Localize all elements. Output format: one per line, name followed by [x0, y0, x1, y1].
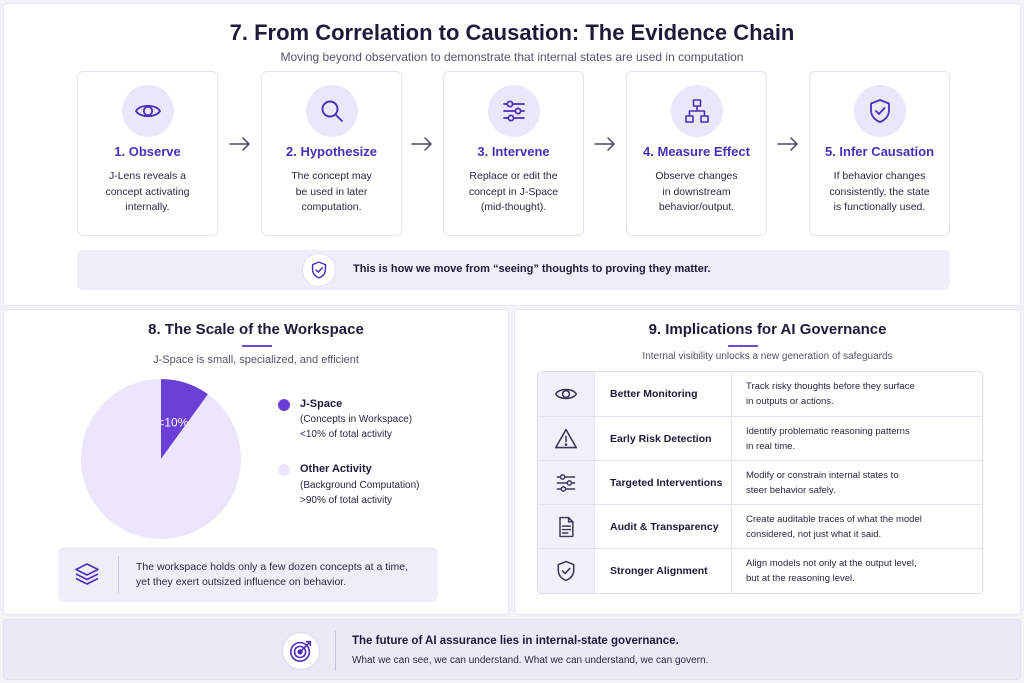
shield-check-icon [854, 85, 906, 137]
table-row: Targeted Interventions Modify or constra… [538, 460, 982, 504]
sliders-icon [488, 85, 540, 137]
table-row: Early Risk Detection Identify problemati… [538, 416, 982, 460]
step-title: 4. Measure Effect [643, 144, 750, 159]
row-description: Align models not only at the output leve… [746, 558, 917, 584]
legend-swatch-other [278, 464, 290, 476]
step-title: 3. Intervene [477, 144, 550, 159]
section-title: 8. The Scale of the Workspace [148, 321, 364, 338]
section-title: 9. Implications for AI Governance [648, 321, 887, 338]
pie-data-label: <10% [157, 415, 188, 429]
table-row: Stronger Alignment Align models not only… [538, 548, 982, 593]
row-label: Better Monitoring [610, 388, 698, 400]
legend-line: <10% of total activity [300, 429, 392, 440]
row-description: Create auditable traces of what the mode… [746, 513, 922, 540]
layers-icon [72, 559, 102, 589]
workspace-pie-chart: <10% [81, 379, 242, 539]
title-underline [242, 345, 272, 347]
arrow-right-icon [411, 137, 432, 151]
hierarchy-icon [671, 85, 723, 137]
title-underline [728, 345, 758, 347]
section-subtitle: Moving beyond observation to demonstrate… [280, 50, 744, 64]
section-title: 7. From Correlation to Causation: The Ev… [229, 20, 795, 45]
arrow-right-icon [777, 137, 798, 151]
divider [118, 556, 119, 593]
row-label: Stronger Alignment [610, 565, 708, 577]
divider [731, 461, 732, 504]
section-subtitle: Internal visibility unlocks a new genera… [642, 351, 893, 362]
evidence-chain-section: 7. From Correlation to Causation: The Ev… [3, 3, 1021, 306]
divider [731, 372, 732, 416]
warning-icon [538, 417, 595, 460]
legend-line: >90% of total activity [300, 495, 392, 506]
eye-icon [538, 372, 595, 416]
governance-section: 9. Implications for AI Governance Intern… [514, 309, 1021, 615]
evidence-banner: This is how we move from “seeing” though… [77, 250, 950, 290]
note-text: The workspace holds only a few dozen con… [136, 561, 408, 588]
row-description: Track risky thoughts before they surface… [746, 381, 915, 407]
pie-slice-other-activity [81, 379, 242, 539]
legend-line: (Concepts in Workspace) [300, 414, 413, 425]
table-row: Audit & Transparency Create auditable tr… [538, 504, 982, 548]
target-icon [282, 632, 320, 670]
divider [731, 549, 732, 593]
footer-banner: The future of AI assurance lies in inter… [3, 619, 1021, 680]
pie-slice-j-space [161, 379, 209, 459]
footer-tagline: What we can see, we can understand. What… [352, 655, 709, 666]
arrow-right-icon [594, 137, 615, 151]
step-title: 1. Observe [114, 144, 181, 159]
legend-title: J-Space [300, 398, 343, 410]
workspace-scale-section: 8. The Scale of the Workspace J-Space is… [3, 309, 509, 615]
shield-check-icon [302, 253, 336, 287]
shield-check-icon [538, 549, 595, 593]
row-label: Early Risk Detection [610, 432, 712, 445]
section-subtitle: J-Space is small, specialized, and effic… [153, 354, 359, 366]
sliders-icon [538, 461, 595, 504]
divider [731, 505, 732, 548]
legend-line: (Background Computation) [300, 480, 420, 491]
divider [731, 417, 732, 460]
banner-text: This is how we move from “seeing” though… [353, 263, 711, 275]
magnifier-icon [306, 85, 358, 137]
legend-swatch-jspace [278, 399, 290, 411]
document-icon [538, 505, 595, 548]
workspace-note: The workspace holds only a few dozen con… [58, 547, 438, 602]
table-row: Better Monitoring Track risky thoughts b… [538, 372, 982, 416]
footer-headline: The future of AI assurance lies in inter… [352, 635, 679, 647]
step-title: 5. Infer Causation [824, 144, 935, 159]
eye-icon [122, 85, 174, 137]
legend-title: Other Activity [300, 463, 372, 475]
arrow-right-icon [229, 137, 250, 151]
row-label: Targeted Interventions [610, 476, 723, 489]
divider [335, 631, 336, 671]
row-label: Audit & Transparency [610, 520, 719, 533]
governance-table: Better Monitoring Track risky thoughts b… [537, 371, 983, 594]
step-title: 2. Hypothesize [285, 144, 378, 159]
